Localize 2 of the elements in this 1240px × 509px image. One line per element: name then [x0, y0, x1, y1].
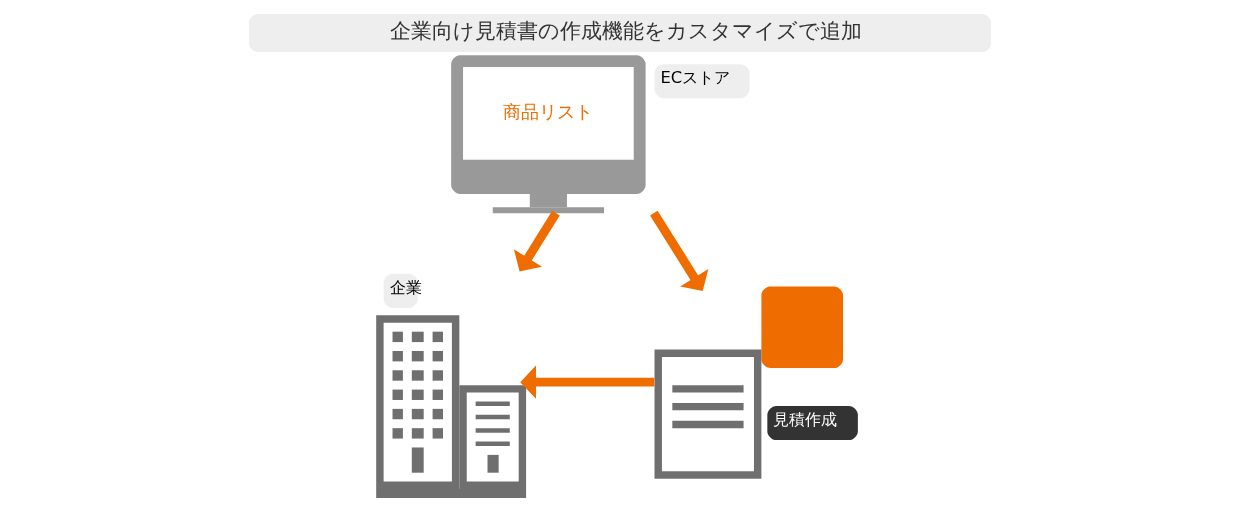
node-label: ECストア — [660, 68, 731, 88]
diagram-title: 企業向け見積書の作成機能をカスタマイズで追加 — [390, 19, 863, 44]
